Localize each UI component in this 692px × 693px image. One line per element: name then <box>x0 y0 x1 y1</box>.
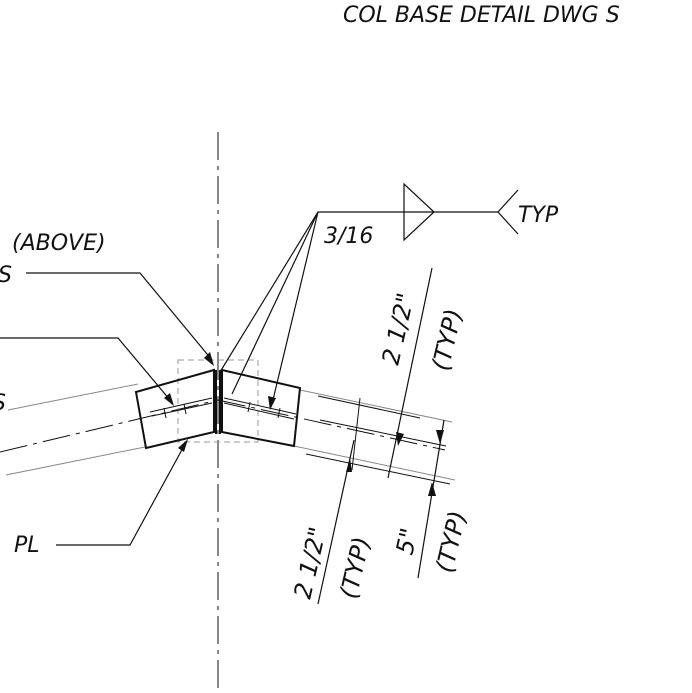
dim-line-left <box>351 397 361 471</box>
weld-arrow-2 <box>231 211 319 395</box>
member-centerline-right <box>217 399 446 451</box>
weld-tail-label: TYP <box>518 203 559 228</box>
dim-arrow-bottom-left <box>346 458 352 472</box>
dim-arrow-top-right <box>396 432 404 446</box>
weld-arrow-3-head <box>268 396 276 410</box>
leader-middle <box>0 337 171 401</box>
weld-marks-left <box>149 397 213 419</box>
dim-ext-2 <box>319 419 447 447</box>
label-above: (ABOVE) <box>12 231 106 256</box>
leader-s-upper-arrow <box>204 352 214 366</box>
weld-marks-right <box>223 397 297 420</box>
dim-bottom-left-value: 2 1/2" <box>289 524 333 601</box>
dim-arrow-bottom-right-top <box>436 430 444 444</box>
dim-line-top-right <box>387 267 433 479</box>
member-edge-left-top <box>7 383 139 411</box>
member-edge-right-bottom <box>293 445 456 481</box>
member-edge-right-top <box>299 389 453 423</box>
dim-ext-3 <box>305 453 451 485</box>
weld-size-label: 3/16 <box>324 224 373 249</box>
left-base-plate <box>134 368 215 450</box>
fillet-weld-symbol <box>403 182 435 242</box>
dim-arrow-bottom-right-bottom <box>428 482 436 496</box>
header-title: COL BASE DETAIL DWG S <box>343 3 620 28</box>
right-base-plate <box>221 368 302 448</box>
dim-bottom-left-note: (TYP) <box>335 534 376 601</box>
label-pl: PL <box>14 533 40 558</box>
weld-arrow-1 <box>219 211 319 373</box>
dim-bottom-right-note: (TYP) <box>431 508 472 575</box>
leader-s-upper <box>26 272 213 361</box>
dim-bottom-right-value: 5" <box>391 525 424 557</box>
member-centerline-left <box>0 399 219 453</box>
hidden-column-outline <box>177 359 259 443</box>
weld-tail <box>497 189 519 235</box>
label-s-upper: S <box>0 263 12 288</box>
member-edge-left-bottom <box>5 446 146 476</box>
dim-line-bottom-right <box>417 419 445 579</box>
dim-top-right-note: (TYP) <box>427 306 468 373</box>
leader-middle-arrow <box>164 393 174 406</box>
dim-ext-1 <box>317 395 421 419</box>
weld-arrow-3 <box>271 211 319 405</box>
leader-pl-arrow <box>178 439 188 452</box>
label-s-lower: S <box>0 391 6 416</box>
leader-pl <box>56 445 185 546</box>
